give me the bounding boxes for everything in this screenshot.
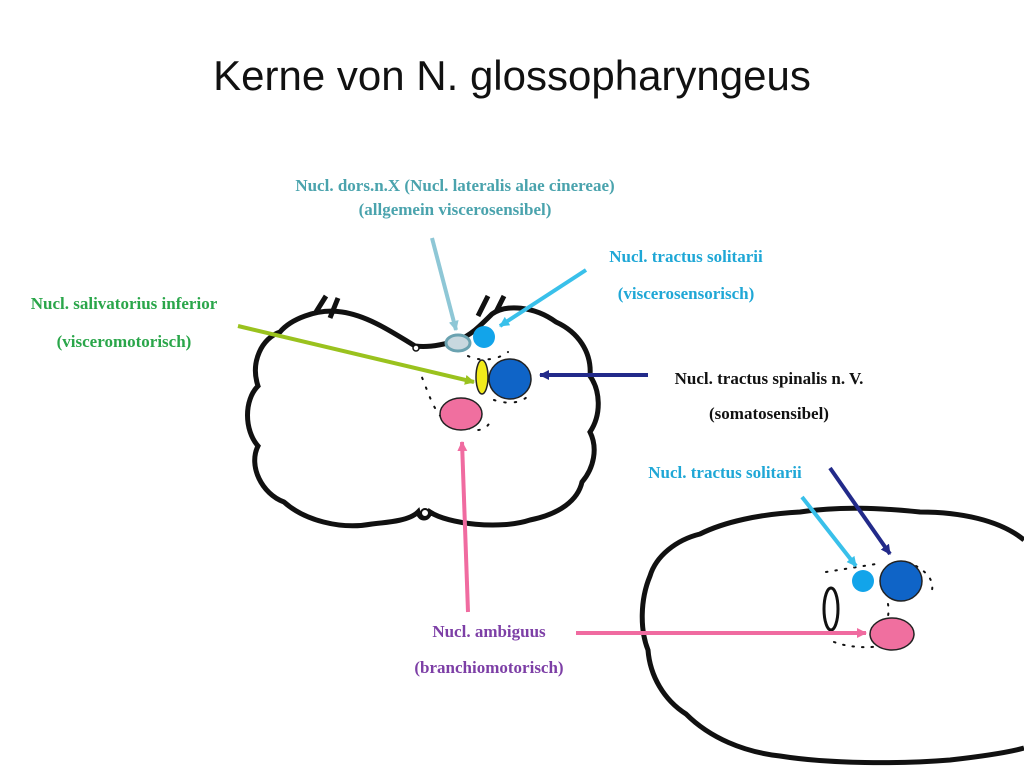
medulla-section-upper — [245, 294, 601, 529]
cerebellar-peduncle-right — [475, 294, 507, 318]
medulla-outline-upper — [245, 305, 601, 529]
label-spinalis-line1: Nucl. tractus spinalis n. V. — [675, 369, 864, 388]
label-spinalis-line2: (somatosensibel) — [709, 404, 829, 423]
median-fissure-dot — [420, 508, 430, 518]
label-dors-line1: Nucl. dors.n.X (Nucl. lateralis alae cin… — [295, 176, 614, 195]
nucl-tractus-solitarii-shape-lower — [852, 570, 874, 592]
arrow-nucl-ambiguus-upper — [457, 441, 470, 613]
arrow-nucl-spinalis-lower — [828, 466, 892, 556]
arrow-nucl-solitarii-lower — [800, 495, 858, 568]
label-solitarii-top-line1: Nucl. tractus solitarii — [609, 247, 763, 266]
label-dors-line2: (allgemein viscerosensibel) — [359, 200, 552, 219]
nucl-tractus-solitarii-shape-upper — [473, 326, 495, 348]
label-salivatorius-line2: (visceromotorisch) — [57, 332, 192, 351]
label-solitarii-bottom: Nucl. tractus solitarii — [648, 463, 802, 482]
nucl-ambiguus-shape-lower — [869, 617, 915, 651]
nucl-ambiguus-shape-upper — [439, 397, 483, 431]
nucl-dors-n-x-shape — [444, 333, 472, 353]
nuclei-dotted-boundary-lower — [825, 563, 934, 649]
arrow-nucl-dors — [430, 237, 459, 331]
arrow-nucl-salivatorius — [237, 324, 475, 385]
nucl-tractus-spinalis-shape-lower — [879, 560, 923, 602]
nucl-salivatorius-inferior-shape — [475, 359, 489, 395]
medulla-section-lower — [639, 505, 1024, 766]
nuclei-dotted-boundary-upper — [417, 351, 529, 431]
label-ambiguus-line2: (branchiomotorisch) — [414, 658, 563, 677]
label-solitarii-top-line2: (viscerosensorisch) — [618, 284, 755, 303]
medulla-outline-lower — [639, 505, 1024, 766]
hypoglossal-outline — [822, 586, 840, 632]
cerebellar-peduncle-left — [313, 294, 341, 319]
label-ambiguus-line1: Nucl. ambiguus — [432, 622, 546, 641]
nucl-tractus-spinalis-shape-upper — [488, 358, 532, 400]
slide-title: Kerne von N. glossopharyngeus — [213, 52, 811, 99]
arrow-nucl-solitarii-upper — [498, 268, 588, 328]
dorsal-notch-dot — [412, 344, 420, 352]
label-salivatorius-line1: Nucl. salivatorius inferior — [31, 294, 218, 313]
